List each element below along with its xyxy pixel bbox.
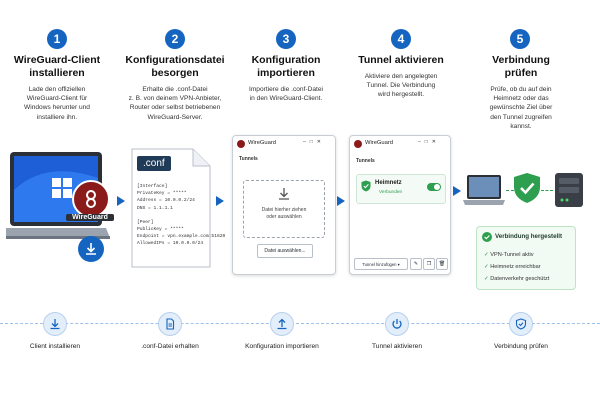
laptop-brand-label: WireGuard <box>66 214 114 221</box>
connection-line-right <box>541 190 553 191</box>
flow-arrow-3 <box>337 196 345 206</box>
flow-arrow-1 <box>117 196 125 206</box>
laptop-small-icon <box>463 175 505 205</box>
timeline-step-1: Client installieren <box>0 312 110 350</box>
conf-extension-badge: .conf <box>137 156 171 171</box>
status-card: Verbindung hergestellt ✓ VPN-Tunnel akti… <box>476 226 576 290</box>
shield-check-icon <box>514 173 540 203</box>
timeline-label: Verbindung prüfen <box>494 343 548 350</box>
conf-file-contents: [Interface]PrivateKey = *****Address = 1… <box>137 184 226 247</box>
copy-icon[interactable]: ❐ <box>423 258 435 270</box>
shield-check-icon <box>361 180 371 192</box>
import-window: WireGuard –□✕ Tunnels Datei hierher zieh… <box>232 135 336 275</box>
timeline-step-3: Konfiguration importieren <box>227 312 337 350</box>
tunnel-window: WireGuard –□✕ Tunnels Heimnetz Verbunden… <box>349 135 451 275</box>
check-icon: ✓ <box>484 264 489 270</box>
conf-file-document: .conf [Interface]PrivateKey = *****Addre… <box>131 148 226 268</box>
download-icon <box>43 312 67 336</box>
step-4-title: Tunnel aktivieren <box>358 54 444 66</box>
wireguard-logo-icon <box>72 180 110 218</box>
upload-icon <box>270 312 294 336</box>
window-controls[interactable]: –□✕ <box>303 139 325 145</box>
add-tunnel-button[interactable]: Tunnel hinzufügen ▾ <box>354 258 408 270</box>
document-icon <box>158 312 182 336</box>
status-card-title: Verbindung hergestellt <box>495 233 563 240</box>
shield-check-icon <box>509 312 533 336</box>
import-window-title: WireGuard <box>248 140 277 146</box>
check-icon: ✓ <box>484 252 489 258</box>
select-file-button[interactable]: Datei auswählen... <box>257 244 313 258</box>
connection-line-left <box>506 190 514 191</box>
status-item: ✓ Datenverkehr geschützt <box>484 276 550 282</box>
timeline-label: Konfiguration importieren <box>245 343 319 350</box>
status-item: ✓ VPN-Tunnel aktiv <box>484 252 534 258</box>
step-2-number: 2 <box>165 29 185 49</box>
step-5-number: 5 <box>510 29 530 49</box>
tunnel-list-item[interactable]: Heimnetz Verbunden <box>356 174 446 204</box>
tunnel-status: Verbunden <box>379 190 403 195</box>
tunnel-window-title: WireGuard <box>365 140 394 146</box>
step-4-number: 4 <box>391 29 411 49</box>
wireguard-small-icon <box>354 140 362 148</box>
status-card-list: ✓ VPN-Tunnel aktiv ✓ Heimnetz erreichbar… <box>484 249 549 285</box>
delete-icon[interactable]: 🗑 <box>436 258 448 270</box>
wireguard-small-icon <box>237 140 245 148</box>
timeline-step-4: Tunnel aktivieren <box>342 312 452 350</box>
timeline-step-5: Verbindung prüfen <box>466 312 576 350</box>
download-icon <box>78 236 104 262</box>
timeline-label: .conf-Datei erhalten <box>141 343 199 350</box>
nas-server-icon <box>555 173 583 207</box>
timeline-label: Client installieren <box>29 343 81 350</box>
timeline-step-2: .conf-Datei erhalten <box>115 312 225 350</box>
step-3-number: 3 <box>276 29 296 49</box>
flow-arrow-2 <box>216 196 224 206</box>
check-icon: ✓ <box>484 276 489 282</box>
step-1-number: 1 <box>47 29 67 49</box>
flow-arrow-4 <box>453 186 461 196</box>
timeline-line <box>0 323 600 324</box>
timeline-label: Tunnel aktivieren <box>372 343 422 350</box>
tunnel-toggle[interactable] <box>427 183 441 191</box>
check-circle-icon <box>482 232 492 242</box>
status-item: ✓ Heimnetz erreichbar <box>484 264 541 270</box>
download-icon <box>279 188 289 200</box>
edit-icon[interactable]: ✎ <box>410 258 422 270</box>
tab-tunnels[interactable]: Tunnels <box>356 158 375 164</box>
power-icon <box>385 312 409 336</box>
tunnel-name: Heimnetz <box>375 180 402 186</box>
window-controls[interactable]: –□✕ <box>418 139 440 145</box>
tab-tunnels[interactable]: Tunnels <box>239 156 258 162</box>
